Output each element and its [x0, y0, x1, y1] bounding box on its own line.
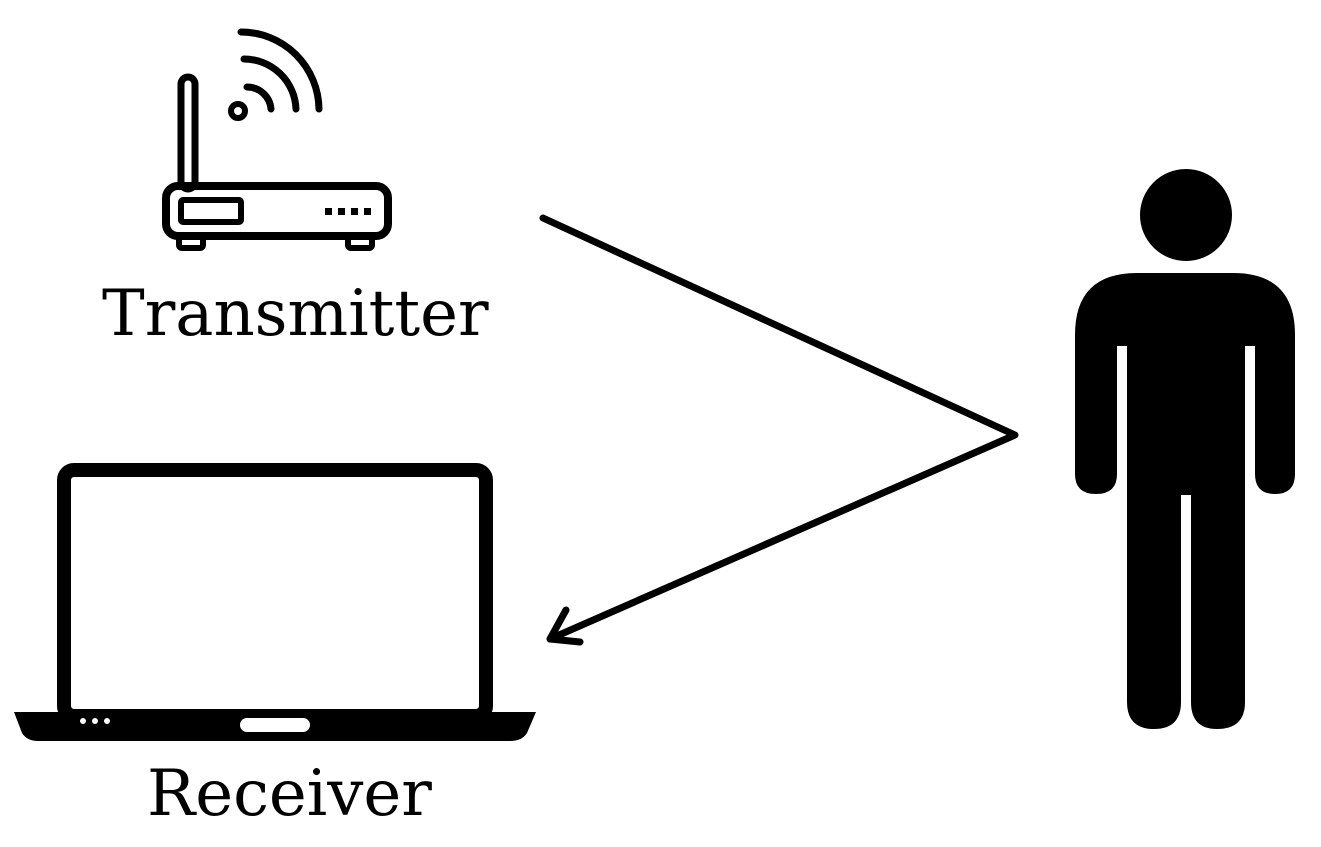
- wifi-wave-medium: [240, 55, 300, 113]
- router-status-leds: [325, 208, 371, 215]
- signal-line: [539, 214, 1019, 643]
- router-display: [178, 197, 244, 225]
- laptop-screen: [57, 463, 493, 723]
- wifi-wave-small: [243, 83, 275, 113]
- person-head: [1140, 169, 1232, 261]
- wifi-router-icon: [162, 28, 392, 251]
- receiver-label: Receiver: [147, 757, 432, 831]
- laptop-dot: [80, 718, 86, 724]
- laptop-icon: [14, 463, 536, 741]
- router-body: [162, 182, 392, 240]
- wifi-dot: [228, 101, 248, 121]
- laptop-dot: [92, 718, 98, 724]
- person-body: [1075, 273, 1295, 729]
- arrow-head: [546, 606, 584, 646]
- laptop-trackpad-notch: [240, 718, 310, 732]
- person-icon: [1075, 169, 1295, 729]
- router-antenna: [177, 73, 199, 193]
- router-foot-right: [345, 233, 375, 251]
- signal-path: [539, 214, 1019, 646]
- router-foot-left: [176, 233, 206, 251]
- laptop-dot: [104, 718, 110, 724]
- wifi-wave-large: [237, 28, 323, 113]
- transmitter-label: Transmitter: [102, 277, 489, 351]
